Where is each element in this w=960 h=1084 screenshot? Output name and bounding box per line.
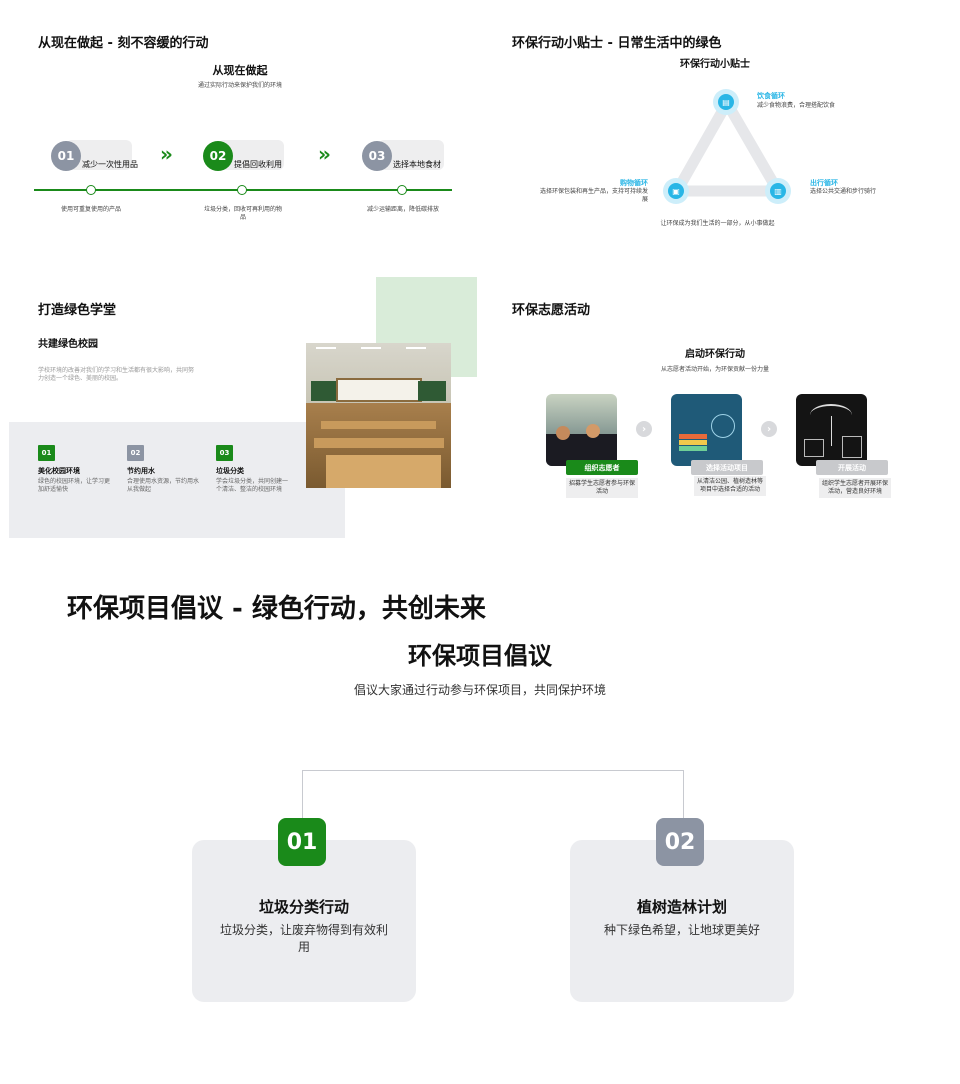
slide2-footer: 让环保成为我们生活的一部分，从小事做起 <box>660 220 775 227</box>
step-number-3: 03 <box>362 141 392 171</box>
slide5-heading: 环保项目倡议 <box>408 642 552 670</box>
project-number-2: 02 <box>656 818 704 866</box>
project-card-2 <box>570 840 794 1002</box>
project-card-1 <box>192 840 416 1002</box>
node-title-travel: 出行循环 <box>810 179 838 187</box>
item-number-1: 01 <box>38 445 55 461</box>
project-number-1: 01 <box>278 818 326 866</box>
step-number-2: 02 <box>203 141 233 171</box>
step-number-1: 01 <box>51 141 81 171</box>
step-label-2: 提倡回收利用 <box>234 160 282 169</box>
project-title-2: 植树造林计划 <box>636 898 727 916</box>
project-desc-1: 垃圾分类，让废弃物得到有效利用 <box>219 923 388 954</box>
chevron-right-icon: › <box>761 421 777 437</box>
food-icon: ▤ <box>718 94 734 110</box>
chevron-right-icon: » <box>160 142 173 166</box>
items-panel <box>9 422 345 538</box>
slide2-heading: 环保行动小贴士 <box>680 59 750 70</box>
slide5-title: 环保项目倡议 - 绿色行动，共创未来 <box>67 594 486 624</box>
volunteer-card-label-3: 开展活动 <box>816 460 888 475</box>
step-label-1: 减少一次性用品 <box>82 160 138 169</box>
classroom-photo <box>306 343 451 488</box>
step-desc-1: 使用可重复使用的产品 <box>60 206 121 213</box>
slide1-subheading: 通过实际行动来保护我们的环境 <box>197 82 282 89</box>
volunteer-card-label-2: 选择活动项目 <box>691 460 763 475</box>
project-title-1: 垃圾分类行动 <box>258 898 349 916</box>
connector-line <box>302 770 684 821</box>
cycle-triangle <box>671 97 784 197</box>
slide4-subheading: 从志愿者活动开始，为环保贡献一份力量 <box>660 366 769 373</box>
timeline-dot <box>86 185 96 195</box>
chevron-right-icon: » <box>318 142 331 166</box>
umbrella-illustration <box>796 394 867 466</box>
volunteer-card-desc-2: 从清洁公园、植树造林等项目中选择合适的活动 <box>694 476 766 497</box>
slide4-heading: 启动环保行动 <box>685 349 745 360</box>
slide3-heading: 共建绿色校园 <box>38 339 98 350</box>
node-desc-food: 减少食物浪费，合理搭配饮食 <box>757 102 836 109</box>
volunteer-card-desc-3: 组织学生志愿者开展环保活动，营造良好环境 <box>819 478 891 499</box>
item-title-2: 节约用水 <box>127 467 155 475</box>
slide4-title: 环保志愿活动 <box>512 303 591 318</box>
volunteer-card-label-1: 组织志愿者 <box>566 460 638 475</box>
slide2-title: 环保行动小贴士 - 日常生活中的绿色 <box>512 36 722 51</box>
item-desc-3: 学会垃圾分类，共同创建一个清洁、整洁的校园环境 <box>216 478 289 494</box>
project-desc-2: 种下绿色希望，让地球更美好 <box>603 923 760 937</box>
books-illustration <box>671 394 742 466</box>
item-title-1: 美化校园环境 <box>38 467 80 475</box>
slide3-title: 打造绿色学堂 <box>38 303 117 318</box>
node-title-shopping: 购物循环 <box>620 179 648 187</box>
node-title-food: 饮食循环 <box>757 92 785 100</box>
shopping-icon: ▣ <box>668 183 684 199</box>
item-title-3: 垃圾分类 <box>216 467 244 475</box>
item-desc-1: 绿色的校园环境，让学习更加舒适愉快 <box>38 478 111 494</box>
step-label-3: 选择本地食材 <box>393 160 441 169</box>
item-number-2: 02 <box>127 445 144 461</box>
slide1-heading: 从现在做起 <box>212 64 268 77</box>
volunteer-card-desc-1: 招募学生志愿者参与环保活动 <box>566 478 638 499</box>
node-desc-travel: 选择公共交通和步行骑行 <box>810 188 877 195</box>
step-desc-3: 减少运输距离，降低碳排放 <box>366 206 439 213</box>
item-desc-2: 合理使用水资源，节约用水从我做起 <box>127 478 200 494</box>
chevron-right-icon: › <box>636 421 652 437</box>
graduation-photo <box>546 394 617 466</box>
slide1-title: 从现在做起 - 刻不容缓的行动 <box>38 36 209 51</box>
node-desc-shopping: 选择环保包装和再生产品，支持可持续发展 <box>539 188 648 204</box>
step-desc-2: 垃圾分类，回收可再利用的物品 <box>203 206 282 222</box>
slide5-subheading: 倡议大家通过行动参与环保项目，共同保护环境 <box>353 683 606 697</box>
timeline-dot <box>397 185 407 195</box>
slide3-intro: 学校环境的改善对我们的学习和生活都有很大影响，共同努力创造一个绿色、美丽的校园。 <box>38 367 195 383</box>
item-number-3: 03 <box>216 445 233 461</box>
timeline-dot <box>237 185 247 195</box>
travel-icon: ▥ <box>770 183 786 199</box>
